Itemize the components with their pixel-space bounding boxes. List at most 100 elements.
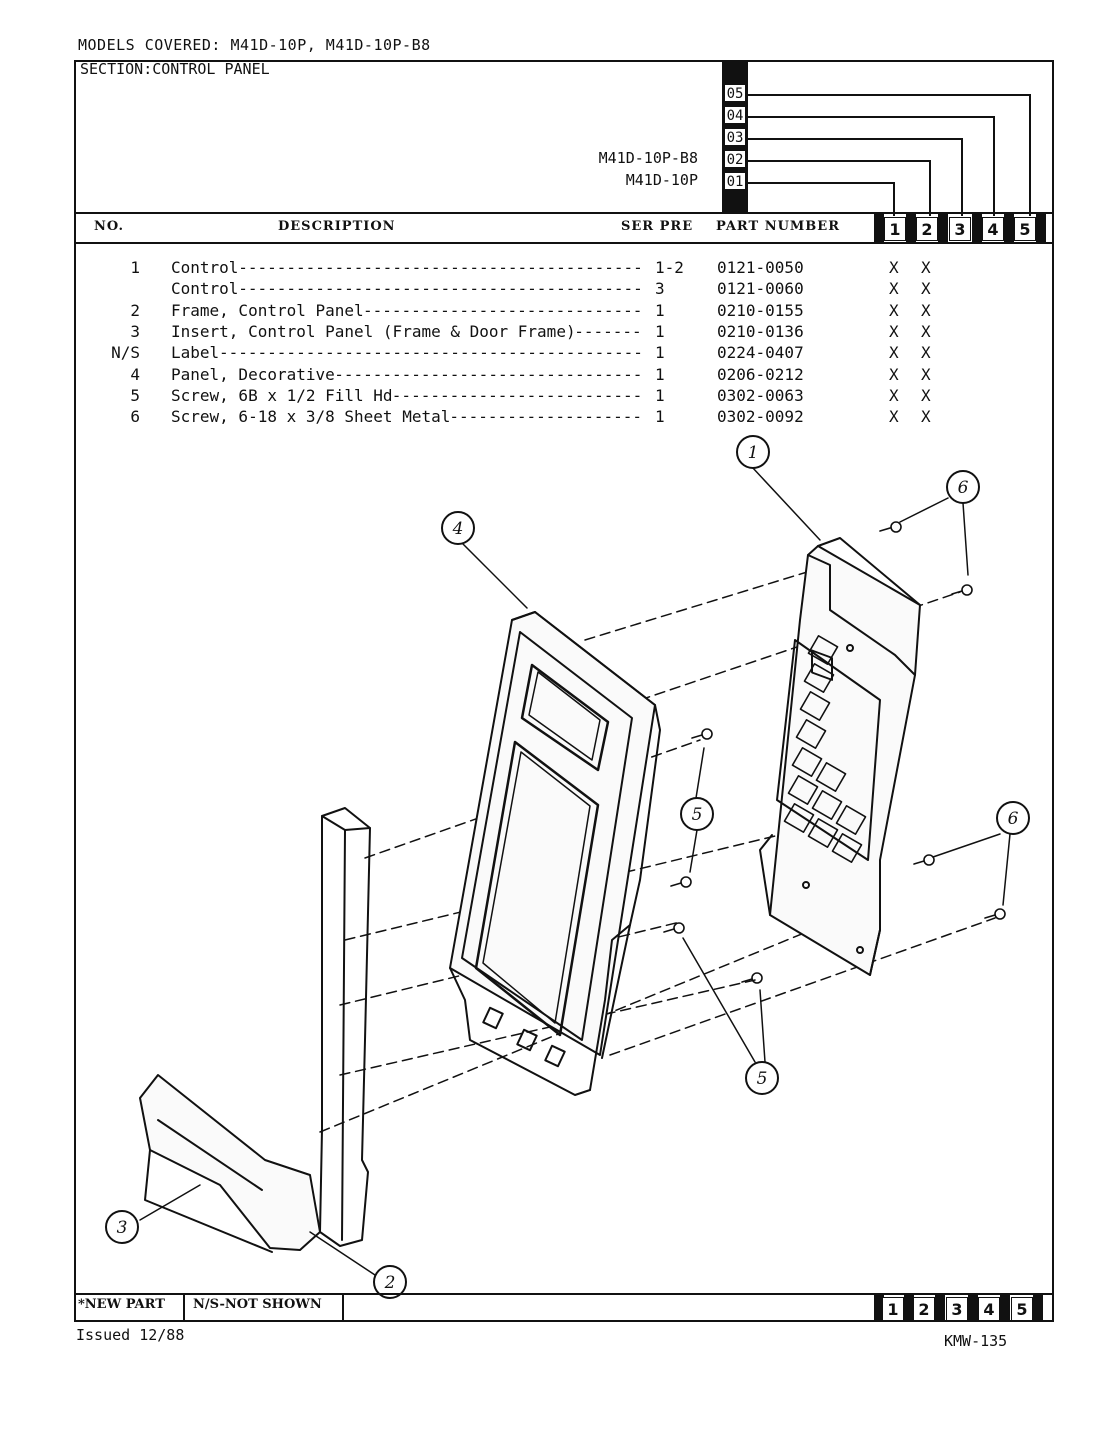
callout-5-bottom: 5 (757, 1069, 768, 1089)
table-row: 4 Panel, Decorative----------------------… (0, 365, 1100, 386)
model-code-02: 02 (724, 150, 746, 168)
callout-circle (736, 435, 770, 469)
part-model-1-mark: X (889, 279, 899, 299)
control-panel-frame (319, 807, 371, 1247)
table-row: Control---------------------------------… (0, 279, 1100, 300)
code-connector-lines (748, 94, 1031, 216)
callout-circle (946, 470, 980, 504)
callout-3: 3 (117, 1218, 128, 1238)
footer-box-sep (1033, 1294, 1043, 1322)
exploded-view-diagram: 1 6 4 5 6 5 3 2 (105, 435, 1030, 1299)
col-header-part-number: PART NUMBER (716, 219, 841, 234)
part-ser-pre: 1 (655, 385, 665, 405)
part-model-2-mark: X (921, 300, 931, 320)
col-box-sep (938, 214, 948, 242)
callout-4: 4 (452, 519, 464, 539)
part-number: 0224-0407 (717, 343, 804, 363)
leader-dashes: ----------------------------------------… (219, 343, 643, 363)
part-model-2-mark: X (921, 258, 931, 277)
part-description: Insert, Control Panel (Frame & Door Fram… (171, 321, 576, 341)
callout-6-right: 6 (1008, 809, 1019, 829)
footer-box-sep (968, 1294, 978, 1322)
col-box-sep (972, 214, 982, 242)
col-box-sep (874, 214, 884, 242)
col-header-no: NO. (94, 219, 124, 234)
part-no: N/S (111, 343, 140, 363)
footer-separator (183, 1294, 185, 1322)
part-model-1-mark: X (889, 385, 899, 405)
part-description: Screw, 6-18 x 3/8 Sheet Metal (171, 407, 451, 427)
part-ser-pre: 1 (655, 300, 665, 320)
part-model-2-mark: X (921, 407, 931, 427)
header-rule-top (76, 212, 1052, 214)
callout-1: 1 (748, 443, 759, 463)
models-covered: MODELS COVERED: M41D-10P, M41D-10P-B8 (78, 36, 431, 54)
leader-dashes: -------------------------- (391, 385, 643, 405)
legend-new-part: *NEW PART (78, 1297, 165, 1312)
callout-circle (373, 1265, 407, 1299)
callout-6-top: 6 (958, 478, 969, 498)
part-ser-pre: 1 (655, 364, 665, 384)
col-box-sep (906, 214, 916, 242)
part-description: Screw, 6B x 1/2 Fill Hd (171, 385, 393, 405)
footer-box-4: 4 (978, 1297, 1000, 1321)
part-model-2-mark: X (921, 343, 931, 363)
leader-dashes: ------- (574, 321, 642, 341)
callout-circle (441, 511, 475, 545)
leader-dashes: -------------------- (449, 407, 643, 427)
part-model-1-mark: X (889, 300, 899, 320)
decorative-panel (449, 611, 661, 1096)
control-unit (759, 537, 921, 976)
callout-circle (680, 797, 714, 831)
part-number: 0210-0155 (717, 300, 804, 320)
legend-not-shown: N/S-NOT SHOWN (193, 1297, 322, 1312)
part-description: Panel, Decorative (171, 364, 335, 384)
part-no: 1 (130, 258, 140, 277)
leader-dashes: ----------------------------- (363, 300, 643, 320)
col-header-description: DESCRIPTION (278, 219, 396, 234)
table-row: 5 Screw, 6B x 1/2 Fill Hd----------------… (0, 386, 1100, 407)
part-model-1-mark: X (889, 258, 899, 277)
callout-2: 2 (384, 1273, 396, 1293)
part-number: 0121-0060 (717, 279, 804, 299)
part-model-1-mark: X (889, 407, 899, 427)
col-box-4: 4 (982, 217, 1004, 241)
col-box-sep (1004, 214, 1014, 242)
part-model-2-mark: X (921, 364, 931, 384)
page-id: KMW-135 (944, 1332, 1008, 1350)
part-model-1-mark: X (889, 343, 899, 363)
part-model-2-mark: X (921, 279, 931, 299)
issued-date: Issued 12/88 (76, 1326, 185, 1344)
part-ser-pre: 3 (655, 279, 665, 299)
model-code-05: 05 (724, 84, 746, 102)
col-box-sep (1036, 214, 1046, 242)
col-box-5: 5 (1014, 217, 1036, 241)
model-code-04: 04 (724, 106, 746, 124)
footer-box-sep (935, 1294, 945, 1322)
page-frame (74, 60, 1054, 1322)
section-title: SECTION:CONTROL PANEL (80, 60, 270, 78)
part-no: 5 (130, 385, 140, 405)
header-rule-bottom (76, 242, 1052, 244)
part-ser-pre: 1 (655, 343, 665, 363)
part-no: 4 (130, 364, 140, 384)
leader-dashes: -------------------------------- (334, 364, 643, 384)
footer-box-sep (874, 1294, 884, 1322)
part-model-2-mark: X (921, 385, 931, 405)
footer-box-sep (904, 1294, 914, 1322)
callout-circle (996, 801, 1030, 835)
col-box-1: 1 (884, 217, 906, 241)
footer-box-3: 3 (946, 1297, 968, 1321)
col-box-2: 2 (916, 217, 938, 241)
part-no: 2 (130, 300, 140, 320)
model-name-b8: M41D-10P-B8 (598, 149, 698, 167)
leader-dashes: ----------------------------------------… (238, 279, 643, 299)
callout-circle (745, 1061, 779, 1095)
footer-box-sep (1000, 1294, 1010, 1322)
callout-5-mid: 5 (692, 805, 703, 825)
footer-box-2: 2 (913, 1297, 935, 1321)
part-ser-pre: 1 (655, 407, 665, 427)
model-code-03: 03 (724, 128, 746, 146)
